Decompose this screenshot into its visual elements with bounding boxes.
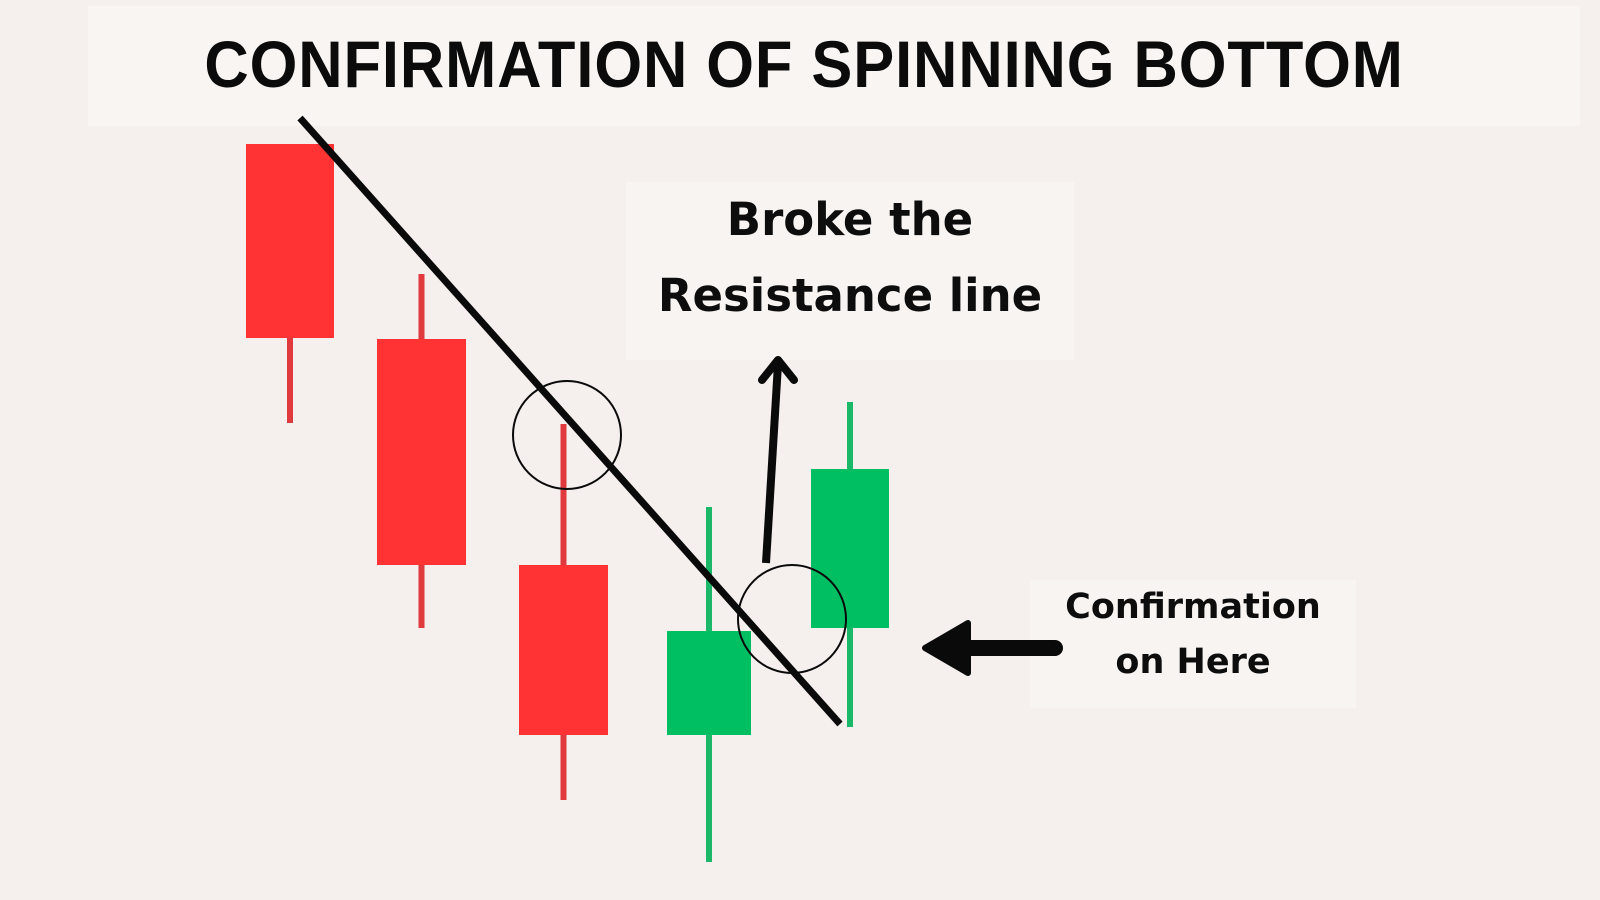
breakout-label-line1: Broke the [726,193,974,246]
candle-bullish [667,507,751,862]
candle-body [811,469,889,628]
up-arrow-icon [758,356,798,384]
highlight-circle [737,564,847,674]
confirmation-label-line1: Confirmation [1065,587,1321,627]
candles-group [246,144,889,862]
candle-body [667,631,751,735]
resistance-trendline [297,115,843,727]
chart-title: CONFIRMATION OF SPINNING BOTTOM [204,27,1404,101]
left-arrow-icon [922,620,971,676]
candle-body [246,144,334,338]
title-banner [88,6,1580,126]
confirmation-label-line2: on Here [1115,642,1271,682]
up-arrow-shaft [762,363,782,564]
breakout-annotation: Broke the Resistance line [626,182,1074,360]
confirmation-annotation: Confirmation on Here [1030,580,1356,708]
candle-bearish [377,274,466,628]
breakout-label-line2: Resistance line [657,269,1043,322]
candle-bullish [811,402,889,727]
highlight-circle [512,380,622,490]
overlays-group [297,115,1063,727]
candle-bearish [246,144,334,423]
candle-bearish [519,424,608,800]
candle-body [519,565,608,735]
candle-body [377,339,466,565]
